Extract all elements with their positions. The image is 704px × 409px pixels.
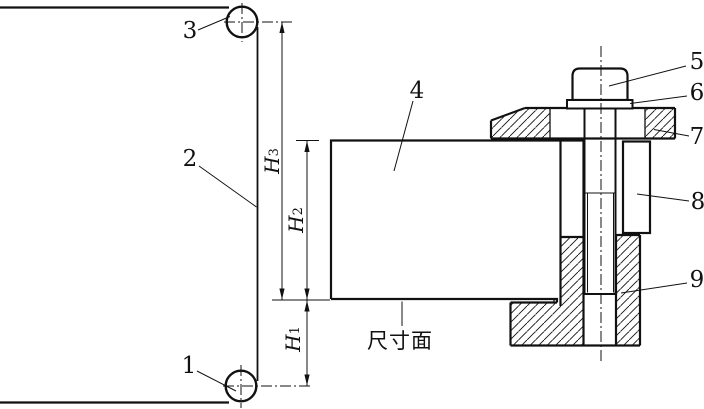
clamp-plate-slope bbox=[490, 106, 526, 122]
workpiece-block bbox=[329, 139, 584, 306]
part-label-3: 3 bbox=[182, 18, 198, 44]
workpiece-top-left-edges bbox=[329, 139, 584, 299]
part-label-6: 6 bbox=[689, 80, 704, 106]
arrow-H1-bottom bbox=[304, 374, 310, 386]
leader-part-1 bbox=[196, 370, 237, 392]
dim-H1-letter: H bbox=[281, 334, 305, 352]
washer bbox=[566, 99, 634, 110]
arrow-H2-bottom bbox=[304, 288, 310, 300]
arrow-H2-top bbox=[304, 141, 310, 152]
part-label-5: 5 bbox=[689, 49, 704, 75]
part-label-7: 7 bbox=[689, 124, 704, 150]
bolt-assembly bbox=[566, 67, 634, 295]
leader-part-3 bbox=[197, 16, 231, 31]
arrow-H1-top bbox=[304, 300, 310, 312]
leader-part-9 bbox=[620, 282, 688, 294]
dim-H3-letter: H bbox=[260, 156, 284, 174]
leader-part-5 bbox=[608, 65, 687, 87]
part-label-9: 9 bbox=[689, 267, 704, 293]
dim-H1-subscript: 1 bbox=[287, 326, 303, 335]
part-label-8: 8 bbox=[690, 189, 704, 215]
leader-lines bbox=[196, 16, 690, 392]
base-left-hatch bbox=[510, 237, 584, 346]
clamp-plate-right-hatch bbox=[645, 108, 675, 139]
dimension-surface-label: 尺寸面 bbox=[367, 329, 433, 353]
stud-end-chamfer bbox=[583, 290, 618, 294]
dimension-arrowheads bbox=[279, 22, 310, 386]
arrow-H3-top bbox=[279, 22, 285, 33]
arrow-H3-bottom bbox=[279, 288, 285, 300]
clamp-plate-left-hatch bbox=[491, 108, 550, 139]
dim-H2-subscript: 2 bbox=[290, 207, 306, 216]
workpiece-bottom-edge bbox=[331, 297, 559, 303]
leader-part-7 bbox=[653, 129, 690, 137]
leader-part-8 bbox=[636, 193, 690, 202]
dimension-lines bbox=[272, 22, 403, 386]
reference-surfaces bbox=[0, 6, 229, 404]
leader-part-6 bbox=[629, 95, 688, 104]
dim-H3-subscript: 3 bbox=[266, 148, 282, 157]
part-label-1: 1 bbox=[181, 353, 197, 379]
part-label-2: 2 bbox=[182, 146, 198, 172]
bolt-head bbox=[571, 67, 629, 102]
leader-part-4 bbox=[393, 100, 414, 172]
dim-H2-letter: H bbox=[284, 215, 308, 233]
support-column bbox=[621, 140, 652, 235]
section-hatching bbox=[491, 108, 675, 346]
part-label-4: 4 bbox=[409, 78, 425, 104]
leader-part-2 bbox=[198, 165, 257, 208]
